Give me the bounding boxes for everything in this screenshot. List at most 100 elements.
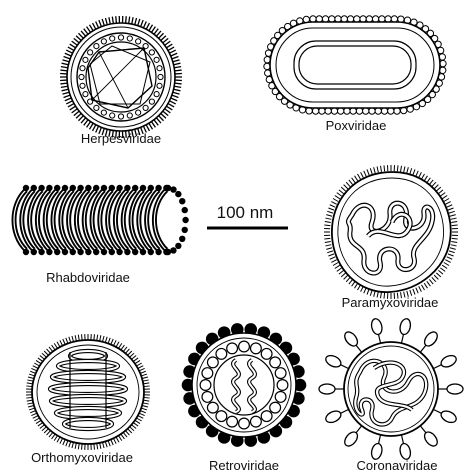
coronaviridae-virion: [319, 318, 463, 461]
envelope-spike: [448, 208, 454, 210]
envelope-spike: [422, 285, 425, 290]
capsomer-dot: [110, 113, 115, 118]
surface-bead: [170, 186, 176, 192]
envelope-spike: [68, 47, 74, 50]
envelope-spike: [451, 242, 457, 243]
envelope-spike: [149, 123, 153, 129]
surface-bead: [175, 191, 181, 197]
envelope-spike: [344, 275, 348, 279]
envelope-spike: [78, 116, 83, 121]
envelope-spike: [60, 70, 67, 71]
capsomer-dot: [154, 57, 159, 62]
envelope-spike: [72, 109, 78, 113]
surface-bead: [175, 243, 181, 249]
envelope-spike: [404, 166, 405, 172]
capsomer-dot: [88, 50, 93, 55]
capsid-bead: [200, 380, 211, 391]
capsomer-dot: [149, 50, 154, 55]
envelope-spike: [333, 263, 338, 266]
peplomer-head: [439, 409, 458, 425]
envelope-spike: [349, 180, 353, 185]
envelope-spike: [156, 118, 161, 123]
capsomer-dot: [110, 36, 115, 41]
envelope-spike: [451, 245, 457, 246]
envelope-spike: [440, 193, 445, 197]
envelope-spike: [330, 257, 335, 259]
surface-bead: [124, 185, 130, 191]
surface-bead: [85, 185, 91, 191]
peplomer-head: [319, 384, 335, 394]
surface-bead: [70, 249, 76, 255]
envelope-spike: [346, 182, 350, 186]
envelope-spike: [442, 196, 447, 199]
surface-bead: [140, 249, 146, 255]
envelope-spike: [450, 248, 456, 250]
surface-bead: [31, 185, 37, 191]
envelope-spike: [341, 187, 345, 191]
envelope-spike: [60, 83, 67, 84]
envelope-spike: [346, 277, 350, 281]
envelope-spike: [174, 63, 181, 65]
envelope-spike: [324, 225, 330, 226]
surface-bead: [109, 249, 115, 255]
surface-bead: [155, 185, 161, 191]
envelope-spike: [358, 174, 361, 179]
capsomer-dot: [158, 74, 163, 79]
surface-bead: [179, 236, 185, 242]
capsomer-dot: [101, 39, 106, 44]
envelope-spike: [68, 104, 74, 107]
surface-bead: [182, 227, 188, 233]
envelope-spike: [355, 176, 358, 181]
surface-bead: [23, 249, 29, 255]
capsid-bead: [270, 357, 281, 368]
peplomer-head: [370, 318, 383, 336]
envelope-spike: [154, 29, 158, 35]
envelope-spike: [434, 185, 438, 189]
surface-bead: [46, 185, 52, 191]
envelope-spike: [438, 190, 443, 194]
envelope-spike: [62, 60, 69, 62]
surface-bead: [170, 247, 176, 253]
envelope-spike: [451, 222, 457, 223]
retroviridae-virion: [182, 323, 307, 447]
envelope-spike: [171, 53, 177, 56]
envelope-spike: [172, 95, 179, 97]
envelope-spike: [326, 215, 332, 217]
envelope-spike: [444, 199, 449, 202]
capsid-bead: [275, 368, 286, 379]
envelope-spike: [447, 257, 452, 259]
envelope-spike: [81, 31, 86, 36]
capsid-bead: [250, 416, 261, 427]
capsomer-dot: [143, 105, 148, 110]
capsomer-dot: [80, 83, 85, 88]
envelope-spike: [138, 19, 140, 26]
envelope-spike: [445, 260, 450, 263]
envelope-spike: [154, 120, 158, 126]
capsid-bead: [207, 357, 218, 368]
surface-bead: [140, 185, 146, 191]
capsomer-dot: [118, 114, 123, 119]
capsid-bead: [216, 348, 227, 359]
peplomer-head: [447, 384, 463, 394]
surface-bead: [54, 185, 60, 191]
envelope-spike: [156, 31, 161, 36]
envelope-spike: [159, 33, 164, 38]
capsid-bead: [270, 402, 281, 413]
envelope-spike: [325, 242, 331, 243]
capsomer-dot: [83, 57, 88, 62]
surface-bead: [182, 217, 188, 223]
envelope-spike: [165, 109, 171, 113]
envelope-spike: [96, 22, 99, 28]
envelope-spike: [161, 114, 166, 119]
envelope-spike: [143, 22, 146, 28]
envelope-spike: [169, 101, 175, 104]
envelope-spike: [65, 53, 71, 56]
envelope-spike: [135, 18, 137, 25]
envelope-spike: [328, 208, 334, 210]
surface-bead: [116, 249, 122, 255]
envelope-spike: [62, 63, 69, 65]
paramyxoviridae-virion: [324, 165, 458, 299]
envelope-spike: [163, 38, 168, 42]
envelope-spike: [401, 166, 402, 172]
